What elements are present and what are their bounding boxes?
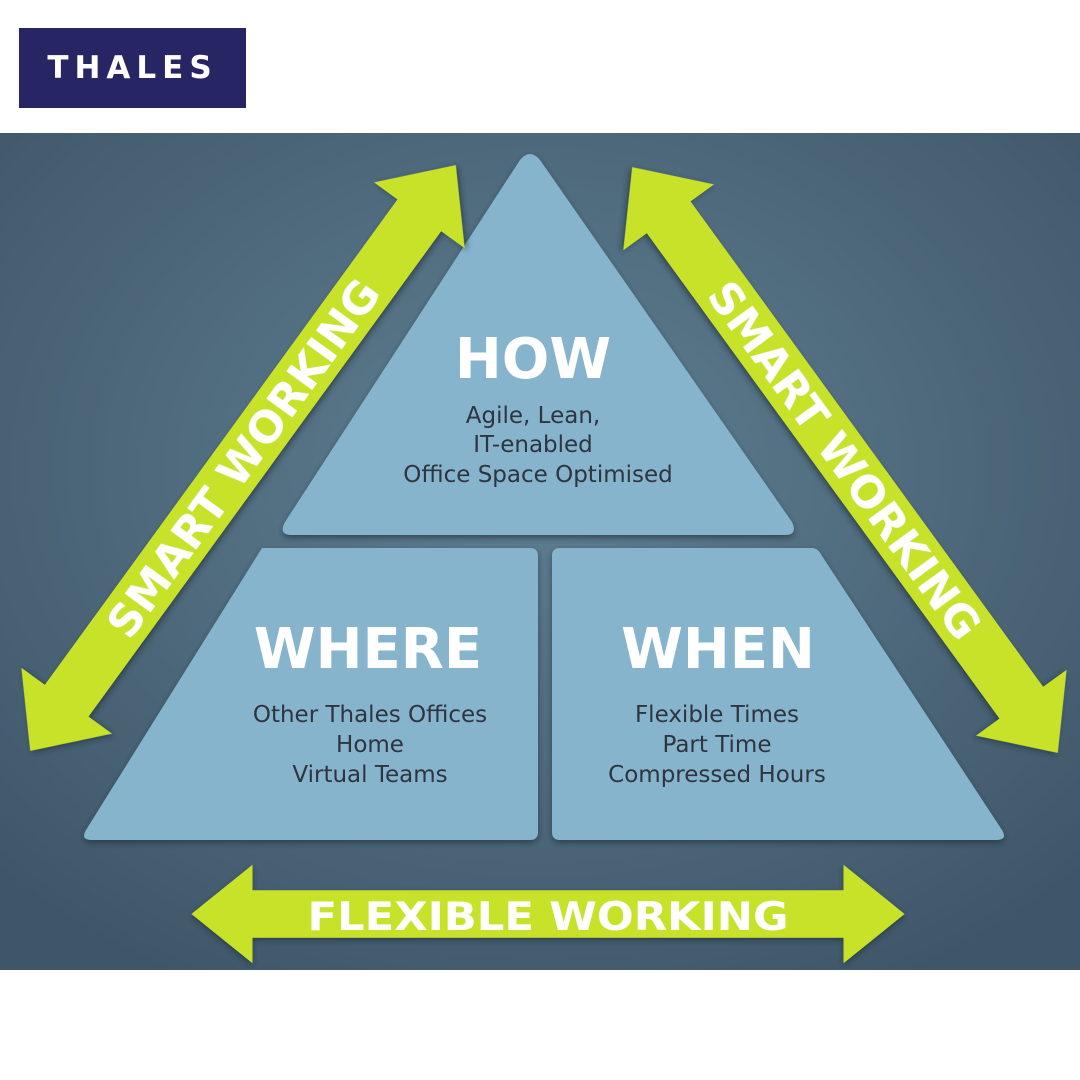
how-line: Agile, Lean, [466,403,600,429]
when-block: WHEN Flexible Times Part Time Compressed… [608,617,826,788]
when-line: Compressed Hours [608,762,826,788]
diagram-panel: HOW Agile, Lean, IT-enabled Office Space… [0,132,1080,970]
where-line: Home [336,732,404,758]
segment-when [552,548,1004,840]
where-title: WHERE [254,617,482,682]
arrow-label: FLEXIBLE WORKING [307,894,788,939]
how-line: IT-enabled [473,432,593,458]
when-line: Flexible Times [635,702,799,728]
segment-where [84,548,538,840]
logo-text: THALES [47,50,218,86]
how-line: Office Space Optimised [403,462,673,488]
flexible-working-arrow: FLEXIBLE WORKING [191,864,905,964]
flexible-working-diagram: HOW Agile, Lean, IT-enabled Office Space… [0,132,1080,970]
when-line: Part Time [662,732,771,758]
how-title: HOW [455,327,611,392]
where-block: WHERE Other Thales Offices Home Virtual … [253,617,487,788]
where-line: Virtual Teams [292,762,447,788]
when-title: WHEN [621,617,815,682]
segment-how [282,154,794,535]
how-block: HOW Agile, Lean, IT-enabled Office Space… [403,327,673,488]
thales-logo: THALES [19,28,246,108]
where-line: Other Thales Offices [253,702,487,728]
